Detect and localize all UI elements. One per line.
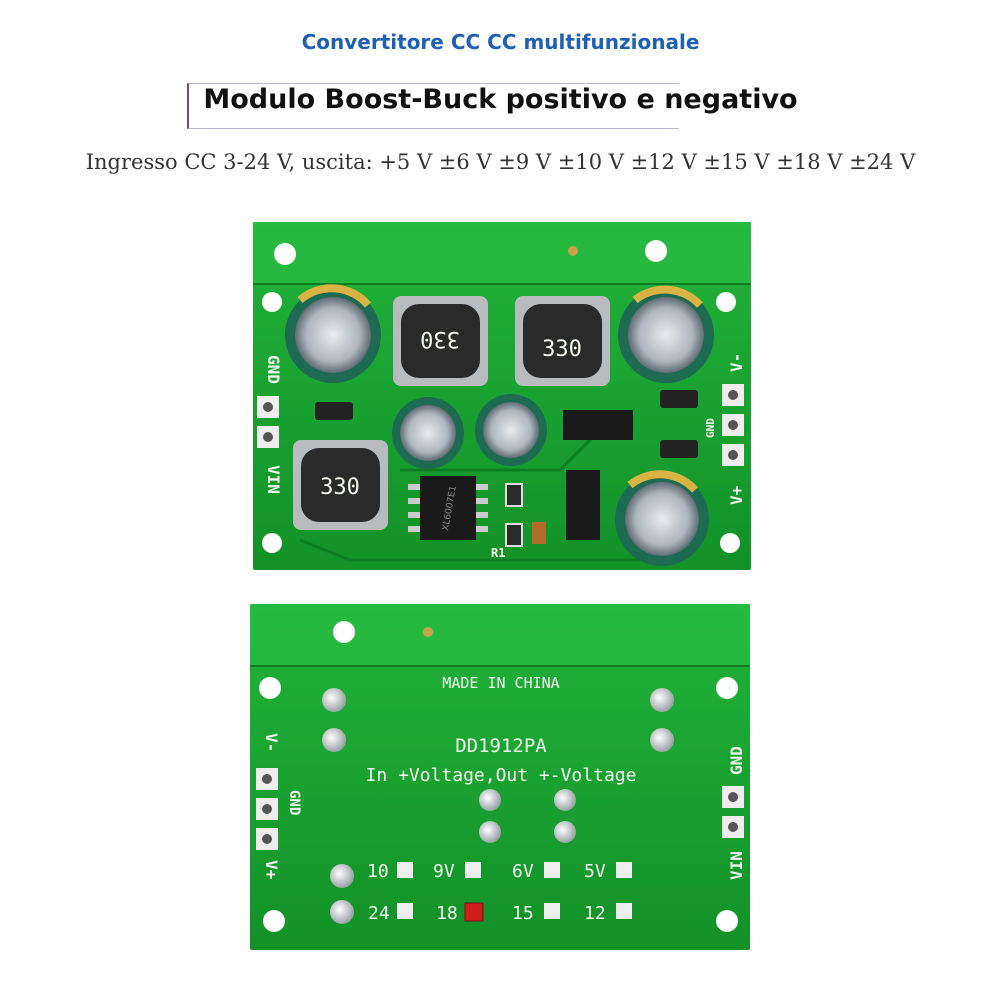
pad-label: 6V [512, 861, 534, 882]
pad-label: 15 [512, 903, 534, 924]
io-label: In +Voltage,Out +-Voltage [366, 765, 637, 786]
page-title: Modulo Boost-Buck positivo e negativo [203, 84, 798, 115]
inductor: 330 [393, 296, 488, 386]
made-in-label: MADE IN CHINA [442, 674, 559, 692]
ic-chip: XL6007E1 [408, 476, 488, 540]
label-gnd-left: GND [264, 355, 283, 384]
label-gnd-left-bottom: GND [286, 790, 302, 815]
pad-label: 9V [433, 861, 455, 882]
svg-text:330: 330 [542, 337, 582, 362]
subtitle: Convertitore CC CC multifunzionale [301, 30, 700, 54]
spec-line: Ingresso CC 3-24 V, uscita: +5 V ±6 V ±9… [85, 150, 916, 174]
capacitor [285, 284, 381, 383]
model-label: DD1912PA [455, 735, 547, 757]
capacitor [618, 285, 714, 383]
pad-label: 12 [584, 903, 606, 924]
label-gnd-right-bottom: GND [727, 746, 746, 775]
pad-label: 18 [436, 903, 458, 924]
inductor: 330 [293, 440, 388, 530]
label-v-minus-bottom: V- [262, 733, 281, 752]
svg-text:330: 330 [320, 475, 360, 500]
label-r1: R1 [491, 546, 505, 560]
pad-label: 10 [367, 861, 389, 882]
label-v-minus-top: V- [727, 353, 746, 372]
label-vin-bottom: VIN [727, 851, 746, 880]
selected-pad [464, 902, 484, 922]
top-board: GND VIN V- GND V+ 330 [253, 222, 751, 570]
inductor: 330 [515, 296, 610, 386]
label-gnd-right-top: GND [704, 418, 717, 438]
label-vin: VIN [264, 465, 283, 494]
svg-text:330: 330 [420, 326, 460, 351]
label-v-plus-top: V+ [727, 485, 746, 505]
bottom-board: MADE IN CHINA DD1912PA In +Voltage,Out +… [250, 604, 750, 950]
title-frame [187, 83, 679, 129]
pad-label: 24 [368, 903, 390, 924]
pad-label: 5V [584, 861, 606, 882]
capacitor [475, 394, 547, 466]
label-v-plus-bottom: V+ [262, 860, 281, 880]
capacitor [615, 470, 709, 566]
capacitor [392, 397, 464, 469]
